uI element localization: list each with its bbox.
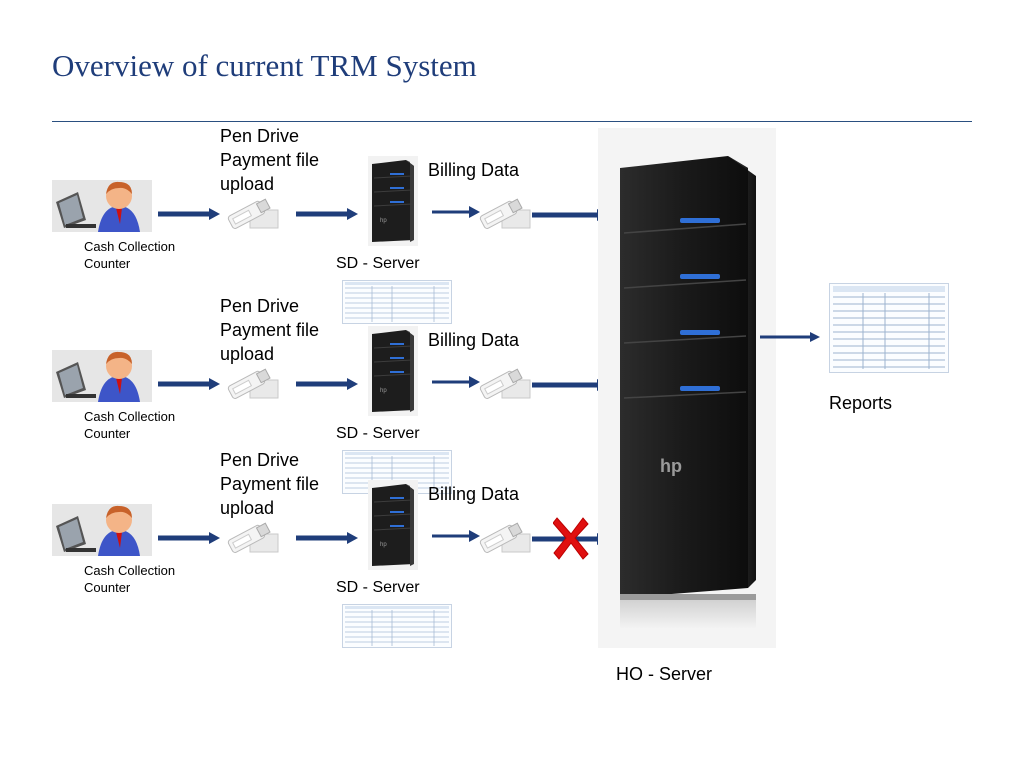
ho-server-icon: hp xyxy=(598,128,776,648)
arrow-counter-to-pendrive-2 xyxy=(158,377,220,391)
sd-server-label: SD - Server xyxy=(336,255,420,272)
pen-drive-line: upload xyxy=(220,174,275,194)
arrow-sd-to-pendrive-1 xyxy=(432,205,480,219)
arrow-pendrive-to-ho-1 xyxy=(532,208,608,222)
arrow-sd-to-pendrive-3 xyxy=(432,529,480,543)
pen-drive-icon xyxy=(222,364,280,402)
sd-server-label: SD - Server xyxy=(336,425,420,442)
pen-drive-icon xyxy=(474,364,532,402)
pen-drive-icon xyxy=(222,194,280,232)
pen-drive-line: Pen Drive xyxy=(220,450,300,470)
cash-counter-line: Cash Collection xyxy=(84,563,176,578)
cash-counter-line: Counter xyxy=(84,256,131,271)
billing-data-label: Billing Data xyxy=(428,330,520,350)
pen-drive-icon xyxy=(474,194,532,232)
pen-drive-line: upload xyxy=(220,344,275,364)
arrow-pendrive-to-ho-2 xyxy=(532,378,608,392)
pen-drive-line: upload xyxy=(220,498,275,518)
sd-server-label: SD - Server xyxy=(336,579,420,596)
svg-text:hp: hp xyxy=(380,218,387,224)
pen-drive-line: Payment file xyxy=(220,474,320,494)
arrow-ho-to-reports xyxy=(760,331,820,343)
pen-drive-line: Pen Drive xyxy=(220,296,300,316)
pen-drive-icon xyxy=(222,518,280,556)
reports-icon xyxy=(829,283,949,373)
red-x-icon xyxy=(553,516,589,560)
billing-data-label: Billing Data xyxy=(428,484,520,504)
arrow-counter-to-pendrive-3 xyxy=(158,531,220,545)
page-title: Overview of current TRM System xyxy=(52,48,477,83)
pen-drive-line: Payment file xyxy=(220,320,320,340)
document-thumbnail-icon xyxy=(342,604,452,648)
svg-text:hp: hp xyxy=(380,542,387,548)
svg-text:hp: hp xyxy=(660,456,682,476)
cash-counter-line: Counter xyxy=(84,580,131,595)
pen-drive-line: Pen Drive xyxy=(220,126,300,146)
sd-server-icon: hp xyxy=(368,156,418,246)
cashier-icon xyxy=(52,504,152,556)
svg-text:hp: hp xyxy=(380,388,387,394)
sd-server-icon: hp xyxy=(368,326,418,416)
cash-counter-line: Cash Collection xyxy=(84,409,176,424)
arrow-counter-to-pendrive-1 xyxy=(158,207,220,221)
arrow-pendrive-to-sd-1 xyxy=(296,207,358,221)
cash-counter-line: Counter xyxy=(84,426,131,441)
reports-label: Reports xyxy=(829,393,893,413)
arrow-sd-to-pendrive-2 xyxy=(432,375,480,389)
sd-server-icon: hp xyxy=(368,480,418,570)
pen-drive-icon xyxy=(474,518,532,556)
cashier-icon xyxy=(52,180,152,232)
document-thumbnail-icon xyxy=(342,280,452,324)
title-divider xyxy=(52,121,972,122)
cashier-icon xyxy=(52,350,152,402)
pen-drive-line: Payment file xyxy=(220,150,320,170)
arrow-pendrive-to-sd-2 xyxy=(296,377,358,391)
billing-data-label: Billing Data xyxy=(428,160,520,180)
ho-server-label: HO - Server xyxy=(616,664,713,684)
cash-counter-line: Cash Collection xyxy=(84,239,176,254)
arrow-pendrive-to-sd-3 xyxy=(296,531,358,545)
